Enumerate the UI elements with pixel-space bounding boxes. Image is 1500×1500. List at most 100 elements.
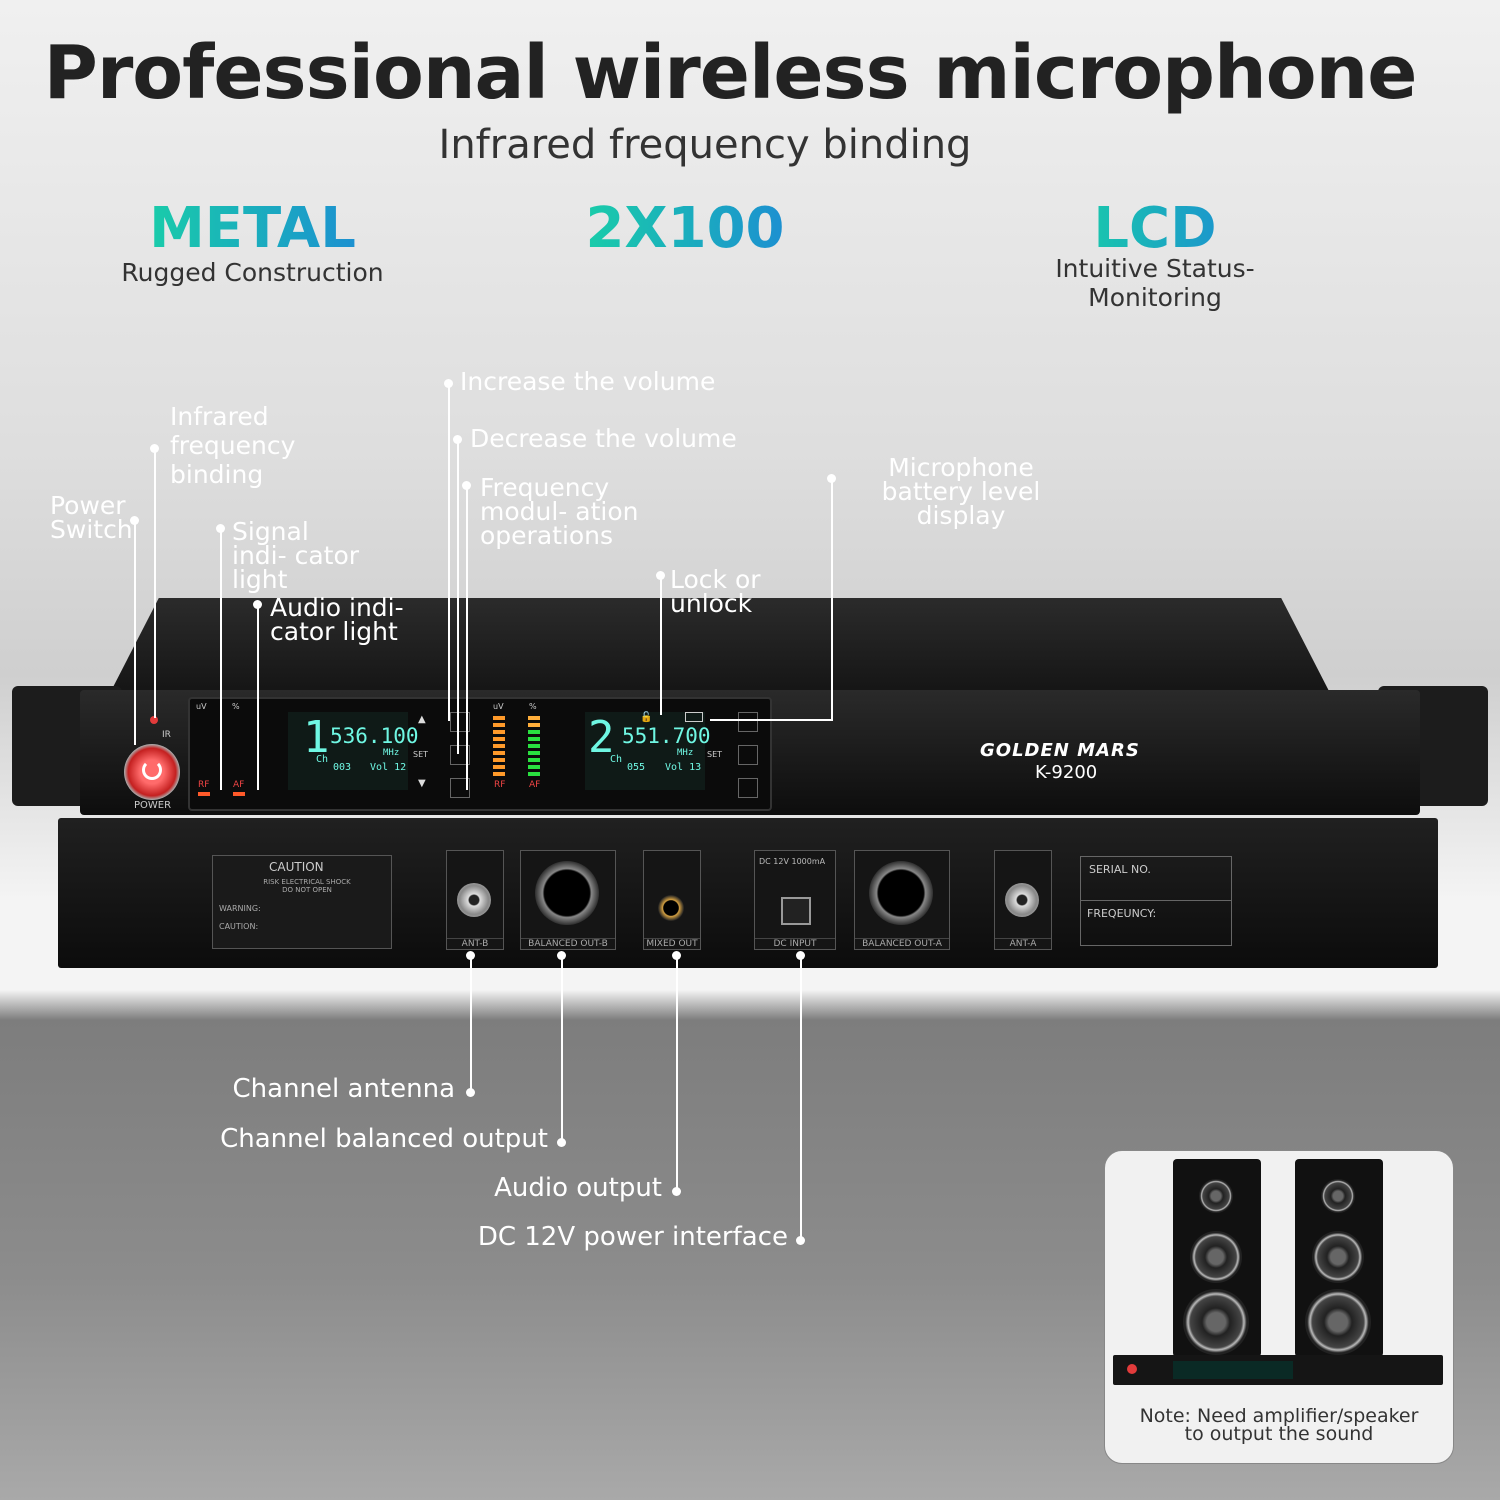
port-balanced-out-a[interactable]: BALANCED OUT-A bbox=[854, 850, 950, 950]
page-subtitle: Infrared frequency binding bbox=[438, 122, 972, 168]
caution-title: CAUTION bbox=[269, 860, 324, 874]
callout-balanced-output: Channel balanced output bbox=[220, 1124, 548, 1154]
down-arrow-icon: ▼ bbox=[418, 778, 426, 789]
serial-plate: SERIAL NO. FREQEUNCY: bbox=[1080, 856, 1232, 946]
ir-sensor-icon bbox=[150, 716, 158, 724]
feature-lcd-title: LCD bbox=[1050, 196, 1260, 261]
power-button[interactable] bbox=[124, 744, 180, 800]
set-label-1: SET bbox=[413, 750, 429, 759]
ch1-set-button[interactable] bbox=[450, 745, 470, 765]
ch2-code: 055 bbox=[627, 762, 646, 773]
feature-metal-title: METAL bbox=[120, 196, 385, 261]
uv-label: uV bbox=[196, 702, 207, 711]
callout-lock: Lock or unlock bbox=[670, 565, 761, 618]
mini-receiver bbox=[1113, 1355, 1443, 1385]
feature-lcd-caption: Intuitive Status-Monitoring bbox=[1055, 254, 1255, 312]
caution2-label: CAUTION: bbox=[219, 922, 259, 931]
serial-label: SERIAL NO. bbox=[1089, 863, 1151, 876]
callout-battery: Microphone battery level display bbox=[881, 453, 1041, 530]
port-ant-b[interactable]: ANT-B bbox=[446, 850, 504, 950]
port-balanced-out-a-label: BALANCED OUT-A bbox=[855, 938, 949, 949]
port-balanced-out-b[interactable]: BALANCED OUT-B bbox=[520, 850, 616, 950]
speaker-note-inset: Note: Need amplifier/speaker to output t… bbox=[1104, 1150, 1454, 1464]
ch1-down-button[interactable] bbox=[450, 778, 470, 798]
up-arrow-icon: ▲ bbox=[418, 714, 426, 725]
ch2-number: 2 bbox=[588, 712, 615, 763]
callout-increase: Increase the volume bbox=[460, 367, 716, 396]
page-title: Professional wireless microphone bbox=[43, 30, 1418, 116]
callout-signal: Signal indi- cator light bbox=[232, 517, 360, 594]
dc-jack-icon bbox=[781, 897, 811, 925]
dc-spec-label: DC 12V 1000mA bbox=[759, 857, 826, 866]
bnc-connector-a-icon bbox=[1005, 883, 1039, 917]
ch1-ch-label: Ch bbox=[316, 754, 329, 765]
battery-icon bbox=[685, 712, 703, 722]
callout-decrease: Decrease the volume bbox=[470, 424, 737, 453]
power-label: POWER bbox=[134, 800, 172, 811]
jack-connector-icon bbox=[658, 895, 684, 921]
feature-2x100-title: 2X100 bbox=[560, 196, 810, 261]
bnc-connector-icon bbox=[457, 883, 491, 917]
callout-channel-antenna: Channel antenna bbox=[232, 1074, 456, 1104]
speaker-left bbox=[1173, 1159, 1261, 1357]
port-ant-a-label: ANT-A bbox=[995, 938, 1051, 949]
port-balanced-out-b-label: BALANCED OUT-B bbox=[521, 938, 615, 949]
receiver-chassis-top bbox=[110, 598, 1330, 693]
callout-power-switch: Power Switch bbox=[50, 491, 133, 544]
ch2-frequency: 551.700 bbox=[622, 724, 711, 748]
pct-label-2: % bbox=[529, 702, 537, 711]
ch1-frequency: 536.100 bbox=[330, 724, 419, 748]
ch1-volume: Vol 12 bbox=[370, 762, 407, 773]
uv-label-2: uV bbox=[493, 702, 504, 711]
callout-infrared: Infrared frequency binding bbox=[170, 402, 296, 489]
pct-label: % bbox=[232, 702, 240, 711]
callout-dc-power: DC 12V power interface bbox=[477, 1222, 788, 1252]
port-dc-input-label: DC INPUT bbox=[755, 938, 835, 949]
ch2-up-button[interactable] bbox=[738, 712, 758, 732]
feature-metal-caption: Rugged Construction bbox=[121, 258, 384, 287]
ch2-volume: Vol 13 bbox=[665, 762, 702, 773]
callout-audio-output: Audio output bbox=[494, 1173, 662, 1203]
rf-indicator-2: RF bbox=[494, 780, 506, 790]
note-line-1: Note: Need amplifier/speaker bbox=[1139, 1405, 1419, 1427]
frequency-label: FREQEUNCY: bbox=[1087, 907, 1157, 920]
ch1-number: 1 bbox=[303, 712, 330, 763]
caution-label: CAUTION RISK ELECTRICAL SHOCK DO NOT OPE… bbox=[212, 855, 392, 949]
port-mixed-out-label: MIXED OUT bbox=[644, 938, 700, 949]
af-led-1 bbox=[233, 792, 245, 796]
port-dc-input[interactable]: DC 12V 1000mA DC INPUT bbox=[754, 850, 836, 950]
note-text: Note: Need amplifier/speaker to output t… bbox=[1105, 1405, 1453, 1445]
ch2-set-button[interactable] bbox=[738, 745, 758, 765]
note-line-2: to output the sound bbox=[1184, 1423, 1374, 1445]
ch2-down-button[interactable] bbox=[738, 778, 758, 798]
ch1-code: 003 bbox=[333, 762, 352, 773]
ch1-screen bbox=[288, 712, 408, 790]
warning-label: WARNING: bbox=[219, 904, 261, 913]
ch2-screen bbox=[585, 712, 705, 790]
port-ant-b-label: ANT-B bbox=[447, 938, 503, 949]
rf-indicator-1: RF bbox=[198, 780, 210, 790]
set-label-2: SET bbox=[707, 750, 723, 759]
ch1-unit: MHz bbox=[383, 748, 400, 758]
brand-logo: GOLDEN MARS bbox=[980, 740, 1140, 761]
rf-meter-bar bbox=[493, 716, 505, 776]
ch1-up-button[interactable] bbox=[450, 712, 470, 732]
port-mixed-out[interactable]: MIXED OUT bbox=[643, 850, 701, 950]
ch2-ch-label: Ch bbox=[610, 754, 623, 765]
xlr-connector-icon bbox=[535, 861, 599, 925]
ir-label: IR bbox=[162, 730, 171, 740]
callout-frequency: Frequency modul- ation operations bbox=[480, 473, 639, 550]
rf-led-1 bbox=[198, 792, 210, 796]
model-label: K-9200 bbox=[1035, 762, 1098, 783]
af-indicator-2: AF bbox=[529, 780, 541, 790]
port-ant-a[interactable]: ANT-A bbox=[994, 850, 1052, 950]
callout-audio: Audio indi- cator light bbox=[270, 593, 404, 646]
af-indicator-1: AF bbox=[233, 780, 245, 790]
power-icon bbox=[142, 760, 162, 780]
lock-icon: 🔓 bbox=[640, 712, 653, 723]
af-meter-bar bbox=[528, 716, 540, 776]
xlr-connector-a-icon bbox=[869, 861, 933, 925]
speaker-right bbox=[1295, 1159, 1383, 1357]
ch2-unit: MHz bbox=[677, 748, 694, 758]
caution-subtitle: RISK ELECTRICAL SHOCK DO NOT OPEN bbox=[263, 878, 351, 894]
